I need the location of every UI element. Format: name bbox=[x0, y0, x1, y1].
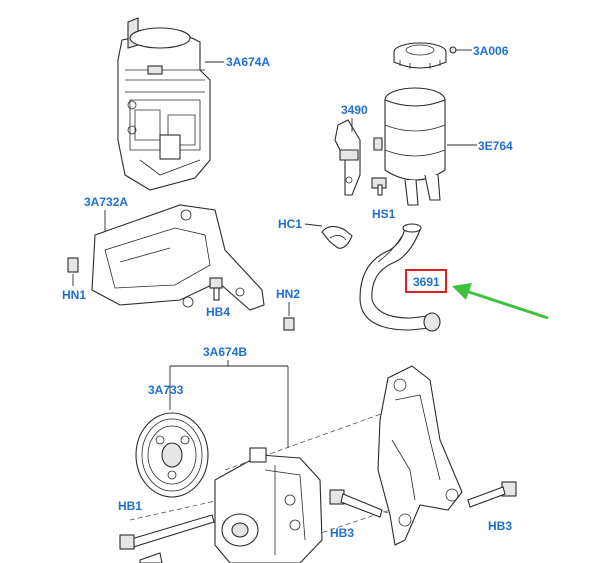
label-hs1[interactable]: HS1 bbox=[372, 207, 396, 221]
label-3a733[interactable]: 3A733 bbox=[148, 383, 184, 397]
label-hn1[interactable]: HN1 bbox=[62, 288, 86, 302]
label-3490[interactable]: 3490 bbox=[341, 103, 368, 117]
leader-hc1 bbox=[304, 223, 323, 227]
label-3691[interactable]: 3691 bbox=[413, 275, 440, 289]
label-3e764[interactable]: 3E764 bbox=[478, 139, 513, 153]
label-3a674b[interactable]: 3A674B bbox=[203, 345, 247, 359]
bolt-hb3-left[interactable] bbox=[329, 489, 383, 518]
return-hose[interactable] bbox=[359, 223, 441, 332]
nut-hn1[interactable] bbox=[67, 257, 79, 273]
reservoir[interactable] bbox=[373, 87, 446, 206]
green-arrow-indicator bbox=[452, 283, 549, 320]
nut-hn2[interactable] bbox=[283, 317, 295, 331]
reservoir-cap[interactable] bbox=[393, 42, 457, 69]
mounting-bracket[interactable] bbox=[91, 204, 265, 311]
pump-reservoir-unit[interactable] bbox=[117, 17, 211, 191]
bolt-hb1[interactable] bbox=[119, 514, 215, 563]
label-hb4[interactable]: HB4 bbox=[206, 305, 230, 319]
power-steering-pump[interactable] bbox=[214, 447, 323, 563]
reservoir-bracket[interactable] bbox=[334, 119, 361, 196]
label-3a732a[interactable]: 3A732A bbox=[84, 195, 128, 209]
hose-clip-hc1[interactable] bbox=[321, 225, 353, 249]
label-hb3-left[interactable]: HB3 bbox=[330, 526, 354, 540]
label-hb1[interactable]: HB1 bbox=[118, 499, 142, 513]
bolt-hb3-right[interactable] bbox=[467, 481, 517, 508]
bolt-hb4[interactable] bbox=[209, 277, 223, 301]
bolt-hs1[interactable] bbox=[371, 177, 387, 196]
label-hb3-right[interactable]: HB3 bbox=[488, 519, 512, 533]
label-3a674a[interactable]: 3A674A bbox=[226, 55, 270, 69]
label-3a006[interactable]: 3A006 bbox=[473, 44, 509, 58]
highlight-box bbox=[405, 269, 447, 293]
label-hc1[interactable]: HC1 bbox=[278, 217, 302, 231]
label-hn2[interactable]: HN2 bbox=[276, 287, 300, 301]
dash-line-1 bbox=[129, 499, 221, 521]
pulley[interactable] bbox=[135, 412, 209, 498]
pump-mounting-bracket[interactable] bbox=[377, 365, 463, 546]
